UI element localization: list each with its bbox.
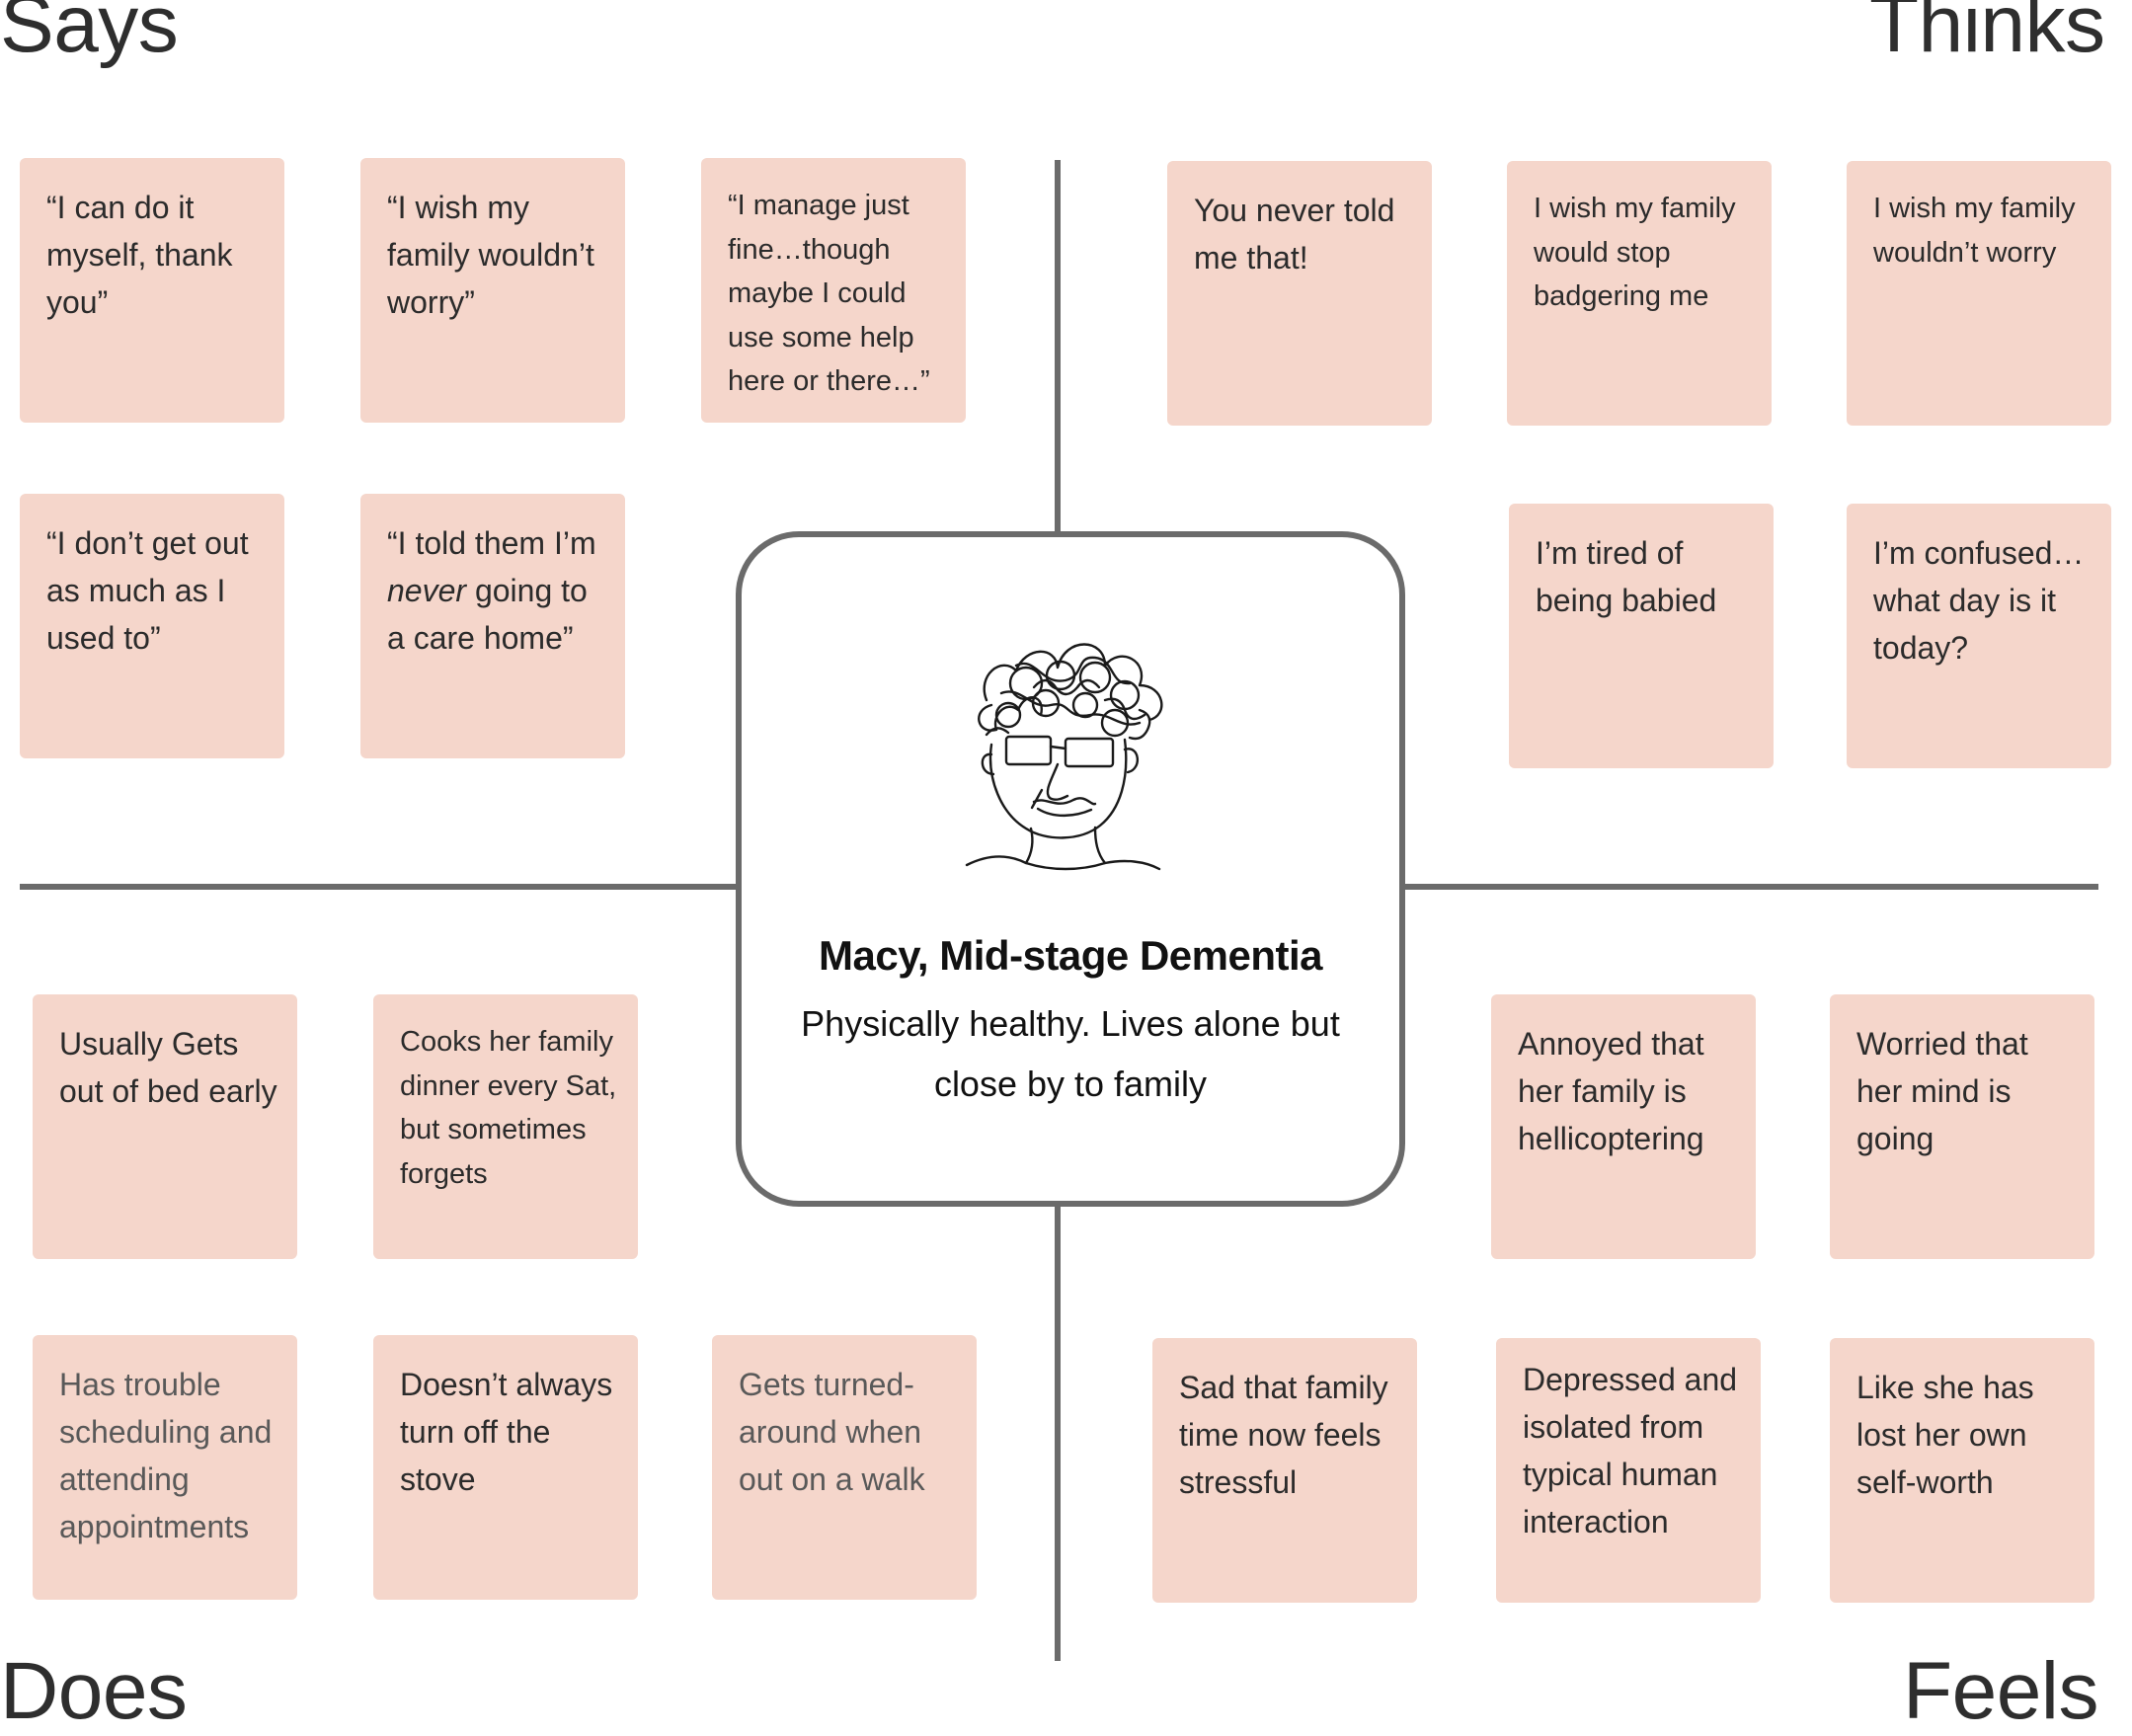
horizontal-axis-right xyxy=(1402,884,2098,890)
does-note: Has trouble scheduling and attending app… xyxy=(33,1335,297,1600)
thinks-note: You never told me that! xyxy=(1167,161,1432,426)
says-note: “I don’t get out as much as I used to” xyxy=(20,494,284,758)
thinks-note: I wish my family would stop badgering me xyxy=(1507,161,1772,426)
vertical-axis-top xyxy=(1055,160,1061,533)
says-note-text-before: “I told them I’m xyxy=(387,525,596,561)
does-note: Gets turned-around when out on a walk xyxy=(712,1335,977,1600)
line-drawing-face-icon xyxy=(947,616,1204,873)
thinks-note: I’m confused… what day is it today? xyxy=(1847,504,2111,768)
says-note: “I manage just fine…though maybe I could… xyxy=(701,158,966,423)
does-label: Does xyxy=(0,1651,187,1732)
feels-label: Feels xyxy=(1903,1651,2098,1732)
vertical-axis-bottom xyxy=(1055,1205,1061,1661)
feels-note: Sad that family time now feels stressful xyxy=(1152,1338,1417,1603)
thinks-label: Thinks xyxy=(1869,0,2105,65)
does-note: Usually Gets out of bed early xyxy=(33,994,297,1259)
persona-card: Macy, Mid-stage Dementia Physically heal… xyxy=(736,531,1405,1207)
thinks-note: I’m tired of being babied xyxy=(1509,504,1774,768)
does-note: Doesn’t always turn off the stove xyxy=(373,1335,638,1600)
says-note-care-home: “I told them I’m never going to a care h… xyxy=(360,494,625,758)
feels-note: Worried that her mind is going xyxy=(1830,994,2094,1259)
says-label: Says xyxy=(0,0,178,65)
does-note: Cooks her family dinner every Sat, but s… xyxy=(373,994,638,1259)
feels-note: Depressed and isolated from typical huma… xyxy=(1496,1338,1761,1603)
says-note: “I wish my family wouldn’t worry” xyxy=(360,158,625,423)
feels-note: Annoyed that her family is hellicopterin… xyxy=(1491,994,1756,1259)
feels-note: Like she has lost her own self-worth xyxy=(1830,1338,2094,1603)
persona-description: Physically healthy. Lives alone but clos… xyxy=(781,993,1360,1114)
horizontal-axis-left xyxy=(20,884,739,890)
thinks-note: I wish my family wouldn’t worry xyxy=(1847,161,2111,426)
says-note-emphasis: never xyxy=(387,573,466,608)
says-note: “I can do it myself, thank you” xyxy=(20,158,284,423)
persona-name: Macy, Mid-stage Dementia xyxy=(742,932,1399,980)
